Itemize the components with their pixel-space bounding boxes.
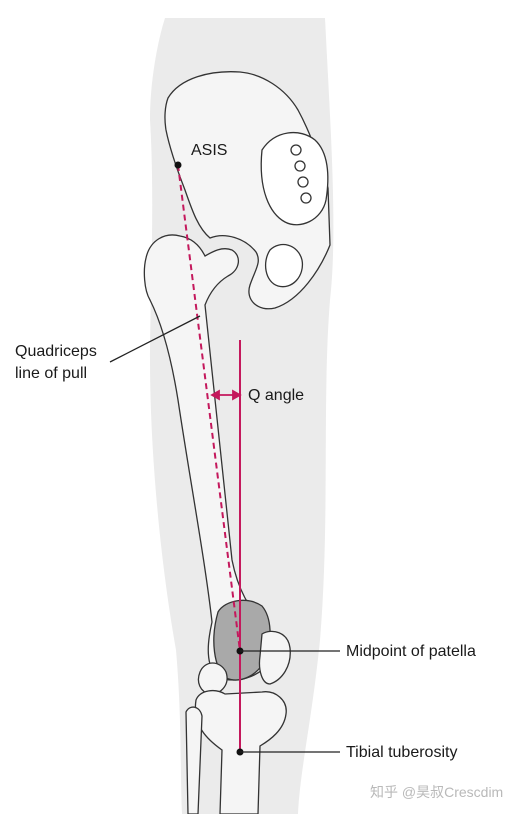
knee-condyles bbox=[197, 630, 291, 695]
quadriceps-line-of-pull bbox=[177, 164, 241, 652]
quadriceps-label-line1: Quadriceps bbox=[15, 343, 97, 360]
q-angle-label: Q angle bbox=[248, 387, 305, 404]
watermark: 知乎 @昊叔Crescdim bbox=[370, 784, 504, 800]
leader-lines bbox=[109, 315, 340, 753]
asis-label: ASIS bbox=[191, 142, 228, 159]
midpoint-patella-label: Midpoint of patella bbox=[346, 643, 476, 660]
tibial-tuberosity-label: Tibial tuberosity bbox=[346, 744, 458, 761]
q-angle-arrow bbox=[210, 389, 242, 401]
quadriceps-label-line2: line of pull bbox=[15, 365, 88, 382]
pelvis-bone bbox=[164, 71, 331, 310]
asis-point bbox=[174, 161, 182, 169]
